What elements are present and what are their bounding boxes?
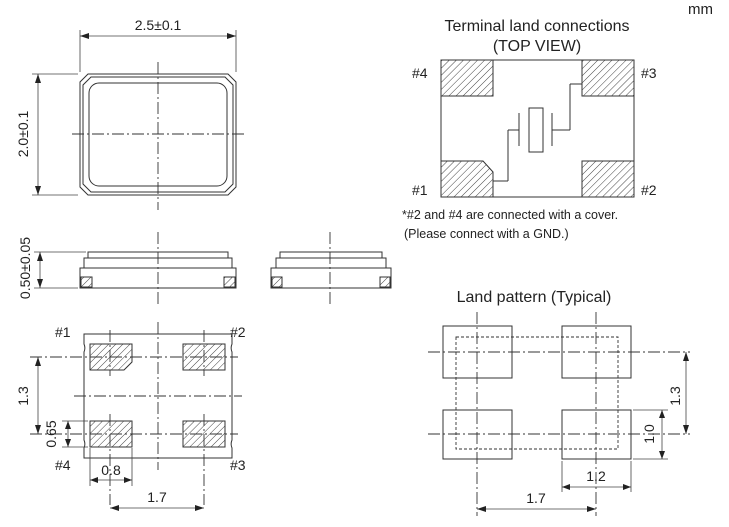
terminal-pad-2 <box>581 160 635 198</box>
terminal-pin-label-2: #2 <box>641 182 657 198</box>
terminal-note-line1: *#2 and #4 are connected with a cover. <box>402 208 618 222</box>
side-view-front: 0.50±0.05 <box>17 232 237 305</box>
land-pitch-vertical-label: 1.3 <box>667 386 683 406</box>
bottom-pad-width-label: 0.8 <box>101 462 121 478</box>
land-pattern: Land pattern (Typical) 1.3 1.0 1.2 <box>428 289 690 516</box>
pin-label-3: #3 <box>230 457 246 473</box>
package-inner-outline <box>82 76 234 193</box>
land-bottom-right <box>561 409 632 460</box>
unit-label: mm <box>688 1 713 18</box>
terminal-title-line1: Terminal land connections <box>445 18 630 35</box>
bottom-pitch-horizontal-label: 1.7 <box>147 489 167 505</box>
side-view-right <box>270 232 392 305</box>
bottom-pad-height-label: 0.65 <box>43 420 59 447</box>
package-outline <box>79 73 237 196</box>
bottom-pitch-vertical-label: 1.3 <box>15 386 31 406</box>
bottom-outline <box>83 333 233 459</box>
terminal-pin-label-4: #4 <box>412 65 428 81</box>
terminal-pin-label-3: #3 <box>641 65 657 81</box>
land-pitch-horizontal-label: 1.7 <box>526 490 546 506</box>
terminal-package-outline <box>440 59 635 198</box>
pin-label-4: #4 <box>55 457 71 473</box>
terminal-pad-1 <box>440 160 494 198</box>
height-dimension-label: 2.0±0.1 <box>15 110 31 157</box>
width-dimension-label: 2.5±0.1 <box>135 17 182 33</box>
pin-label-1: #1 <box>55 324 71 340</box>
crystal-symbol <box>493 83 582 182</box>
land-width-label: 1.2 <box>586 468 606 484</box>
terminal-connections: Terminal land connections (TOP VIEW) #4 … <box>402 18 657 241</box>
thickness-dimension-label: 0.50±0.05 <box>17 237 33 299</box>
land-height-label: 1.0 <box>641 424 657 444</box>
pin-label-2: #2 <box>230 324 246 340</box>
package-footprint <box>455 336 619 450</box>
terminal-note-line2: (Please connect with a GND.) <box>404 227 569 241</box>
terminal-pad-3 <box>581 59 635 97</box>
bottom-view: #1 #2 #4 #3 1.3 0.65 0.8 1.7 <box>15 322 246 511</box>
top-view: 2.5±0.1 2.0±0.1 <box>15 17 244 210</box>
land-bottom-left <box>442 409 513 460</box>
terminal-pin-label-1: #1 <box>412 182 428 198</box>
terminal-title-line2: (TOP VIEW) <box>493 38 581 55</box>
land-pattern-title: Land pattern (Typical) <box>457 289 612 306</box>
terminal-pad-4 <box>440 59 494 97</box>
